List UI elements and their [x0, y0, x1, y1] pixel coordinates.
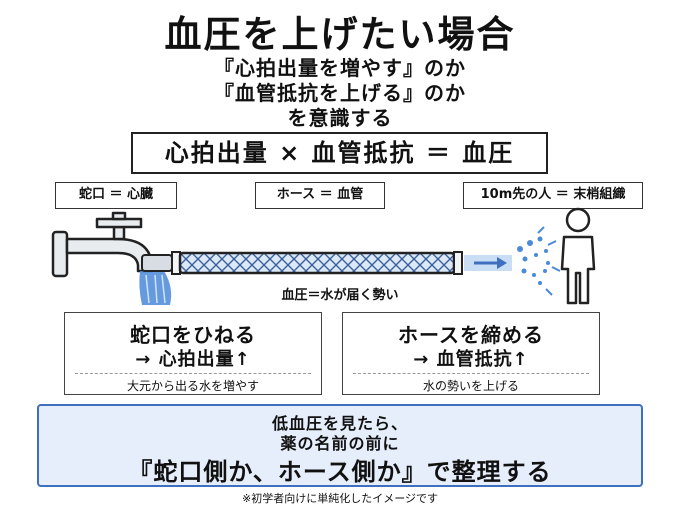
subtitle-line-3: を意識する — [287, 106, 393, 130]
hose-card-arrow-line: → 血管抵抗↑ — [413, 349, 529, 370]
footnote: ※初学者向けに単純化したイメージです — [242, 492, 438, 505]
faucet-card-arrow-line: → 心拍出量↑ — [135, 349, 251, 370]
water-spray-icon — [517, 226, 561, 296]
person-label: 10m先の人 ＝ 末梢組織 — [463, 182, 643, 209]
hose-illustration — [51, 207, 596, 305]
faucet-card-desc: 大元から出る水を増やす — [126, 379, 259, 393]
faucet-card-divider — [75, 373, 311, 374]
arrow-icon — [464, 255, 512, 271]
hose-card: ホースを締める → 血管抵抗↑ 水の勢いを上げる — [342, 312, 600, 395]
hose-icon — [141, 251, 463, 275]
hose-card-title: ホースを締める — [398, 323, 544, 347]
faucet-card: 蛇口をひねる → 心拍出量↑ 大元から出る水を増やす — [64, 312, 322, 395]
subtitle-line-2: 『血管抵抗を上げる』のか — [214, 81, 466, 105]
summary-line-2: 薬の名前の前に — [280, 434, 400, 453]
formula-box: 心拍出量 × 血管抵抗 ＝ 血圧 — [131, 132, 548, 174]
summary-line-3: 『蛇口側か、ホース側か』で整理する — [128, 458, 552, 486]
subtitle-line-1: 『心拍出量を増やす』のか — [214, 56, 466, 80]
hose-label: ホース ＝ 血管 — [255, 182, 385, 209]
summary-panel: 低血圧を見たら、 薬の名前の前に 『蛇口側か、ホース側か』で整理する — [37, 404, 643, 487]
faucet-label: 蛇口 ＝ 心臓 — [55, 182, 177, 209]
person-icon — [560, 207, 596, 305]
faucet-card-title: 蛇口をひねる — [130, 323, 256, 347]
faucet-icon — [51, 211, 154, 278]
page-title: 血圧を上げたい場合 — [164, 13, 516, 56]
pressure-caption: 血圧＝水が届く勢い — [281, 288, 399, 303]
water-stream-icon — [139, 271, 172, 305]
summary-line-1: 低血圧を見たら、 — [271, 414, 408, 433]
hose-card-divider — [353, 373, 589, 374]
hose-card-desc: 水の勢いを上げる — [422, 379, 519, 393]
